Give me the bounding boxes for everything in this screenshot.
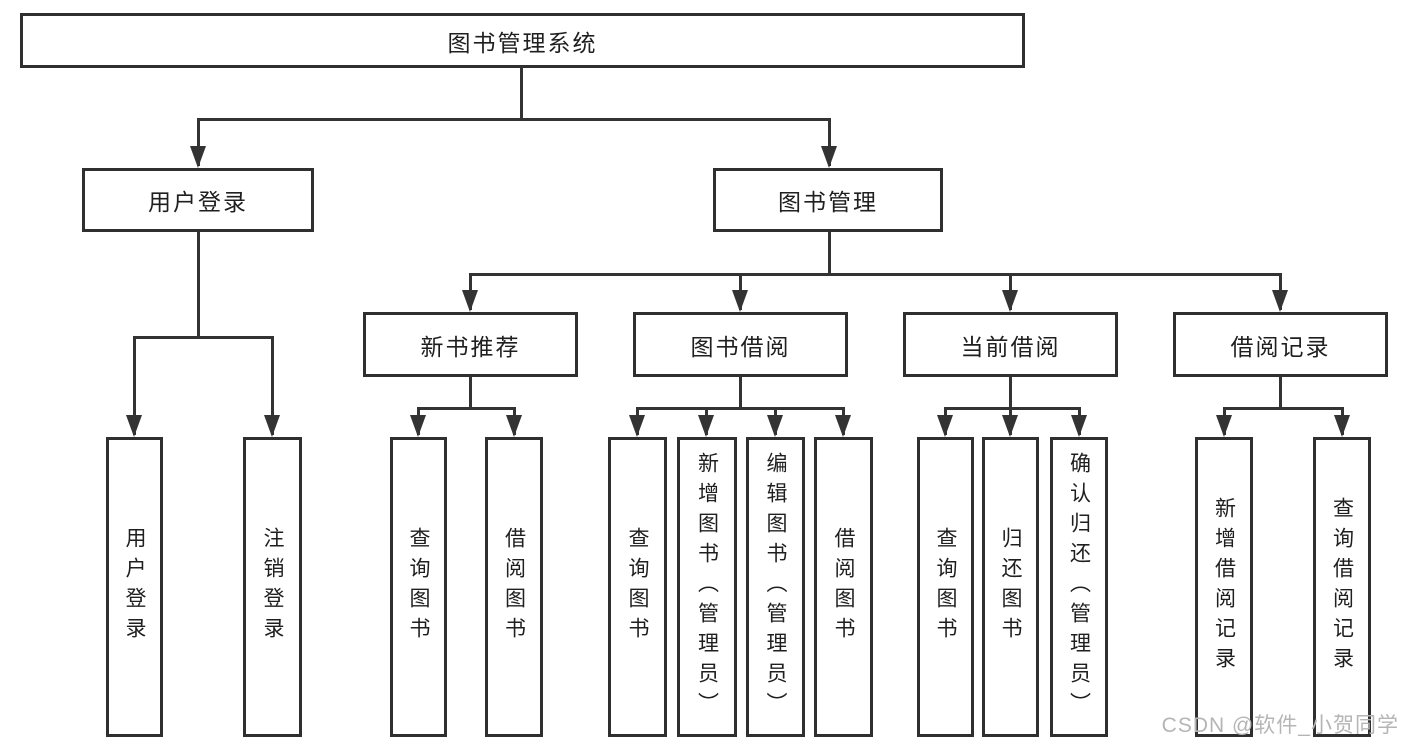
connector-to-leaf-logout <box>271 336 274 435</box>
leaf-records-query-record: 查询借阅记录 <box>1313 437 1371 737</box>
leaf-records-add-record: 新增借阅记录 <box>1195 437 1253 737</box>
leaf-newbooks-query-books: 查询图书 <box>390 437 447 737</box>
arrowhead-bb-add <box>698 415 714 437</box>
arrowhead-book-borrowing <box>732 290 748 312</box>
connector-records-stub <box>1279 377 1282 407</box>
connector-current-stub <box>1009 377 1012 407</box>
connector-bookmgmt-stub <box>828 232 831 273</box>
arrowhead-bb-edit <box>767 415 783 437</box>
arrowhead-bb-borrow <box>835 415 851 437</box>
node-label: 编辑图书（管理员） <box>764 452 787 722</box>
connector-to-book-management <box>828 118 831 166</box>
arrowhead-cb-return <box>1002 415 1018 437</box>
node-root-library-system: 图书管理系统 <box>20 13 1025 68</box>
leaf-user-login: 用户登录 <box>106 437 163 737</box>
arrowhead-br-query <box>1334 415 1350 437</box>
arrowhead-book-management <box>821 146 837 168</box>
connector-to-leaf-user-login <box>133 336 136 435</box>
node-label: 图书借阅 <box>690 333 791 360</box>
node-user-login: 用户登录 <box>82 168 314 232</box>
node-book-borrowing: 图书借阅 <box>633 312 848 377</box>
connector-current-bar <box>944 407 1081 410</box>
node-new-book-recommend: 新书推荐 <box>363 312 578 377</box>
node-label: 新增图书（管理员） <box>695 452 719 722</box>
connector-records-bar <box>1223 407 1344 410</box>
leaf-current-return-books: 归还图书 <box>982 437 1039 737</box>
node-label: 查询借阅记录 <box>1330 497 1354 677</box>
arrowhead-user-login <box>190 146 206 168</box>
connector-userlogin-bar <box>133 336 274 339</box>
node-borrowing-records: 借阅记录 <box>1173 312 1388 377</box>
node-label: 图书管理系统 <box>447 29 598 56</box>
arrowhead-borrowing-records <box>1272 290 1288 312</box>
connector-userlogin-stub <box>197 232 200 336</box>
node-label: 图书管理 <box>778 189 878 215</box>
arrowhead-br-add <box>1216 415 1232 437</box>
node-label: 借阅记录 <box>1230 333 1331 360</box>
arrowhead-new-books <box>462 290 478 312</box>
arrowhead-current-borrowing <box>1002 290 1018 312</box>
node-label: 确认归还（管理员） <box>1067 452 1091 722</box>
arrowhead-cb-confirm <box>1071 415 1087 437</box>
node-book-management: 图书管理 <box>713 168 943 232</box>
leaf-borrowing-edit-books-admin: 编辑图书（管理员） <box>746 437 805 737</box>
leaf-borrowing-add-books-admin: 新增图书（管理员） <box>677 437 737 737</box>
arrowhead-leaf-user-login <box>126 415 142 437</box>
arrowhead-cb-query <box>937 415 953 437</box>
node-label: 借阅图书 <box>832 527 855 647</box>
node-label: 查询图书 <box>626 527 649 647</box>
leaf-current-query-books: 查询图书 <box>917 437 974 737</box>
connector-borrowing-stub <box>739 377 742 407</box>
connector-to-user-login <box>197 118 200 166</box>
connector-newbooks-stub <box>469 377 472 407</box>
connector-root-stub <box>520 67 523 118</box>
leaf-newbooks-borrow-books: 借阅图书 <box>485 437 543 737</box>
node-label: 查询图书 <box>934 527 957 647</box>
connector-root-bar <box>197 118 831 121</box>
leaf-borrowing-borrow-books: 借阅图书 <box>814 437 873 737</box>
leaf-logout: 注销登录 <box>243 437 302 737</box>
csdn-watermark: CSDN @软件_小贺同学 <box>1161 714 1399 737</box>
arrowhead-bb-query <box>629 415 645 437</box>
connector-newbooks-bar <box>417 407 516 410</box>
node-label: 归还图书 <box>999 527 1022 647</box>
leaf-borrowing-query-books: 查询图书 <box>608 437 667 737</box>
node-label: 新书推荐 <box>420 333 521 360</box>
connector-borrowing-bar <box>636 407 845 410</box>
node-current-borrowing: 当前借阅 <box>903 312 1118 377</box>
leaf-current-confirm-return-admin: 确认归还（管理员） <box>1050 437 1108 737</box>
arrowhead-nb-borrow <box>506 415 522 437</box>
node-label: 新增借阅记录 <box>1212 497 1236 677</box>
node-label: 用户登录 <box>123 527 146 647</box>
connector-bookmgmt-bar <box>469 273 1282 276</box>
node-label: 当前借阅 <box>960 333 1061 360</box>
node-label: 查询图书 <box>407 527 430 647</box>
arrowhead-leaf-logout <box>264 415 280 437</box>
node-label: 注销登录 <box>261 527 284 647</box>
node-label: 借阅图书 <box>502 527 526 647</box>
node-label: 用户登录 <box>148 189 248 215</box>
arrowhead-nb-query <box>410 415 426 437</box>
